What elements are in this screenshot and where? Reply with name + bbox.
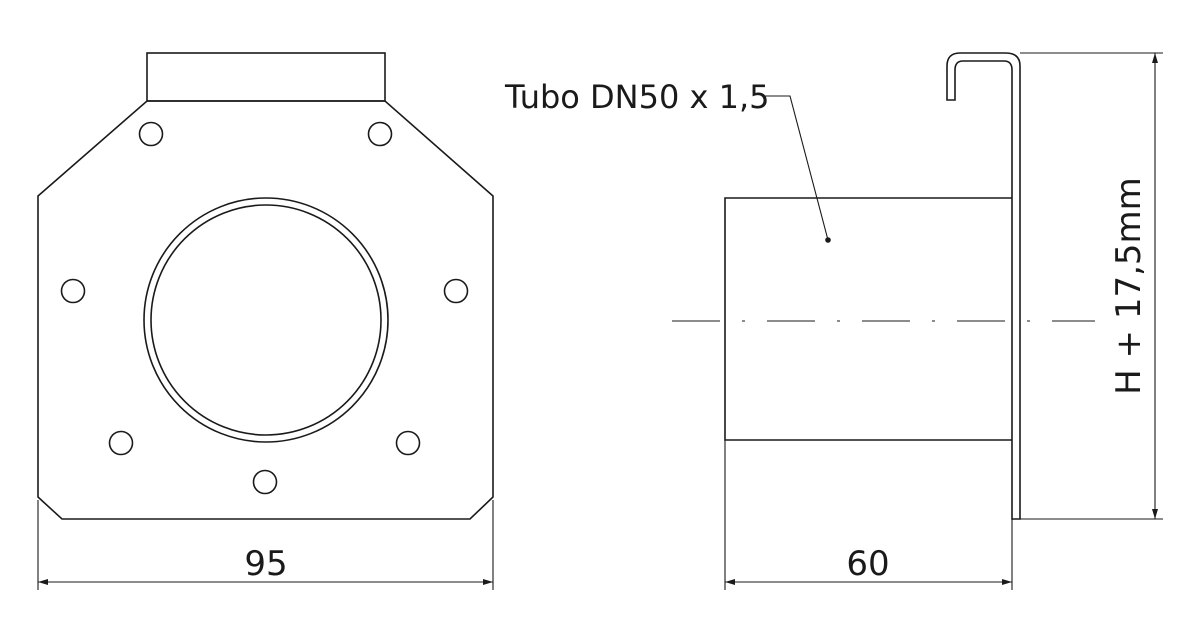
height-dimension-label: H + 17,5mm bbox=[1109, 177, 1149, 395]
bolt-hole bbox=[252, 469, 278, 495]
length-dimension-label: 60 bbox=[846, 544, 889, 584]
tube-body bbox=[724, 197, 1012, 441]
bolt-hole bbox=[108, 430, 134, 456]
bolt-hole bbox=[367, 121, 393, 147]
tube-inner-circle bbox=[150, 204, 382, 436]
tube-outer-circle bbox=[143, 197, 389, 443]
mounting-plate-hook bbox=[946, 52, 1021, 520]
front-view: 95 bbox=[37, 52, 494, 590]
bolt-hole bbox=[395, 430, 421, 456]
tube-label-leader-dot bbox=[825, 237, 831, 243]
bolt-hole bbox=[443, 278, 469, 304]
width-dimension-label: 95 bbox=[244, 544, 287, 584]
bolt-hole bbox=[138, 121, 164, 147]
mounting-tab bbox=[146, 52, 386, 102]
tube-label: Tubo DN50 x 1,5 bbox=[504, 78, 770, 116]
tube-label-leader bbox=[762, 95, 829, 241]
side-view: Tubo DN50 x 1,5 60 H + 17,5mm bbox=[504, 52, 1163, 590]
flange-plate-outline bbox=[37, 100, 494, 520]
bolt-hole bbox=[60, 278, 86, 304]
